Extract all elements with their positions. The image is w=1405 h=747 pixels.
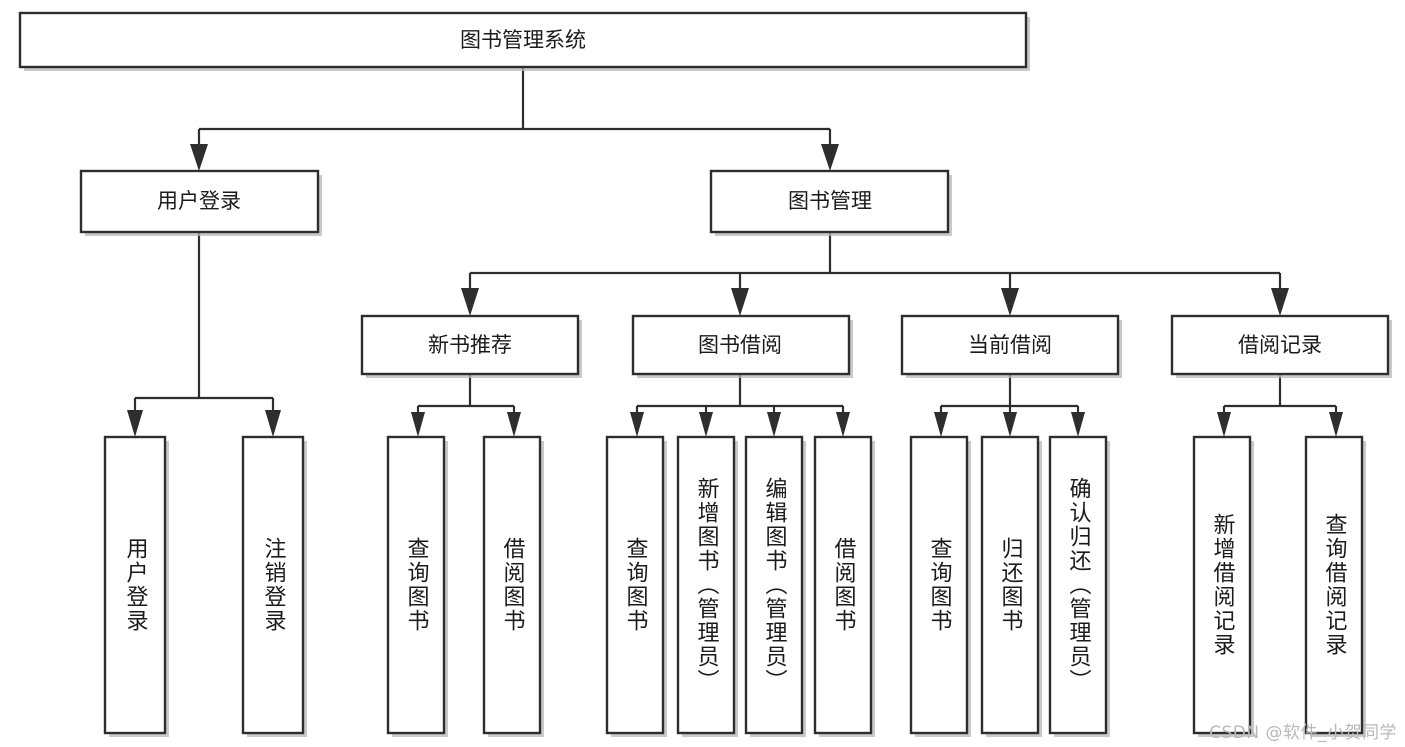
node-label: 图书借阅 — [698, 333, 782, 357]
node-label: 图书管理系统 — [460, 28, 586, 52]
arrow-to-new-book — [461, 288, 479, 316]
node-book-borrow[interactable]: 图书借阅 — [631, 314, 853, 378]
node-label: 用户登录 — [157, 189, 241, 213]
leaf-book-borrow-edit[interactable] — [744, 435, 806, 737]
arrow-to-current-borrow — [1001, 288, 1019, 316]
leaf-user-login-logout[interactable] — [241, 435, 307, 737]
arrow-bb-leaf-2 — [699, 412, 713, 437]
leaf-current-borrow-confirm[interactable] — [1048, 435, 1110, 737]
leaf-book-borrow-add[interactable] — [676, 435, 738, 737]
node-rect — [386, 435, 446, 735]
leaf-borrow-record-query[interactable] — [1304, 435, 1366, 737]
node-rect — [1048, 435, 1108, 735]
node-rect — [909, 435, 969, 735]
leaf-new-book-borrow[interactable] — [482, 435, 544, 737]
node-rect — [482, 435, 542, 735]
node-rect — [18, 11, 1028, 69]
arrow-nb-leaf-1 — [411, 412, 425, 437]
node-rect — [605, 435, 665, 735]
node-rect — [676, 435, 736, 735]
arrow-br-leaf-1 — [1217, 412, 1231, 437]
arrow-root-to-user-login — [190, 144, 208, 171]
connector-layer — [127, 67, 1343, 437]
arrow-cb-leaf-2 — [1003, 412, 1017, 437]
node-rect — [103, 435, 167, 735]
node-label: 新书推荐 — [428, 333, 512, 357]
csdn-watermark: CSDN @软件_小贺同学 — [1209, 723, 1397, 743]
arrow-bb-leaf-3 — [767, 412, 781, 437]
arrow-cb-leaf-3 — [1071, 412, 1085, 437]
node-label: 当前借阅 — [968, 333, 1052, 357]
node-rect — [241, 435, 305, 735]
node-rect — [631, 314, 851, 376]
arrow-bb-leaf-1 — [630, 412, 644, 437]
arrow-root-to-book-mgmt — [821, 144, 839, 171]
leaf-borrow-record-add[interactable] — [1192, 435, 1254, 737]
arrow-to-borrow-record — [1271, 288, 1289, 316]
leaf-new-book-query[interactable] — [386, 435, 448, 737]
node-borrow-record[interactable]: 借阅记录 — [1170, 314, 1392, 378]
arrow-to-book-borrow — [731, 288, 749, 316]
node-label: 图书管理 — [788, 189, 872, 213]
arrow-ul-leaf-1 — [127, 410, 143, 437]
arrow-br-leaf-2 — [1329, 412, 1343, 437]
node-user-login[interactable]: 用户登录 — [79, 169, 322, 236]
leaf-user-login-login[interactable] — [103, 435, 169, 737]
node-rect — [709, 169, 950, 234]
arrow-cb-leaf-1 — [934, 412, 948, 437]
arrow-bb-leaf-4 — [836, 412, 850, 437]
node-rect — [980, 435, 1040, 735]
node-rect — [360, 314, 580, 376]
node-root-book-management-system[interactable]: 图书管理系统 — [18, 11, 1030, 71]
leaf-current-borrow-query[interactable] — [909, 435, 971, 737]
node-new-book-recommend[interactable]: 新书推荐 — [360, 314, 582, 378]
node-rect — [744, 435, 804, 735]
node-label: 借阅记录 — [1238, 333, 1322, 357]
arrow-ul-leaf-2 — [265, 410, 281, 437]
node-rect — [79, 169, 320, 234]
node-rect — [900, 314, 1120, 376]
node-rect — [1304, 435, 1364, 735]
node-rect — [1192, 435, 1252, 735]
node-current-borrow[interactable]: 当前借阅 — [900, 314, 1122, 378]
arrow-nb-leaf-2 — [507, 412, 521, 437]
node-rect — [813, 435, 873, 735]
node-rect — [1170, 314, 1390, 376]
leaf-book-borrow-query[interactable] — [605, 435, 667, 737]
leaf-book-borrow-borrow[interactable] — [813, 435, 875, 737]
node-book-management[interactable]: 图书管理 — [709, 169, 952, 236]
leaf-current-borrow-return[interactable] — [980, 435, 1042, 737]
